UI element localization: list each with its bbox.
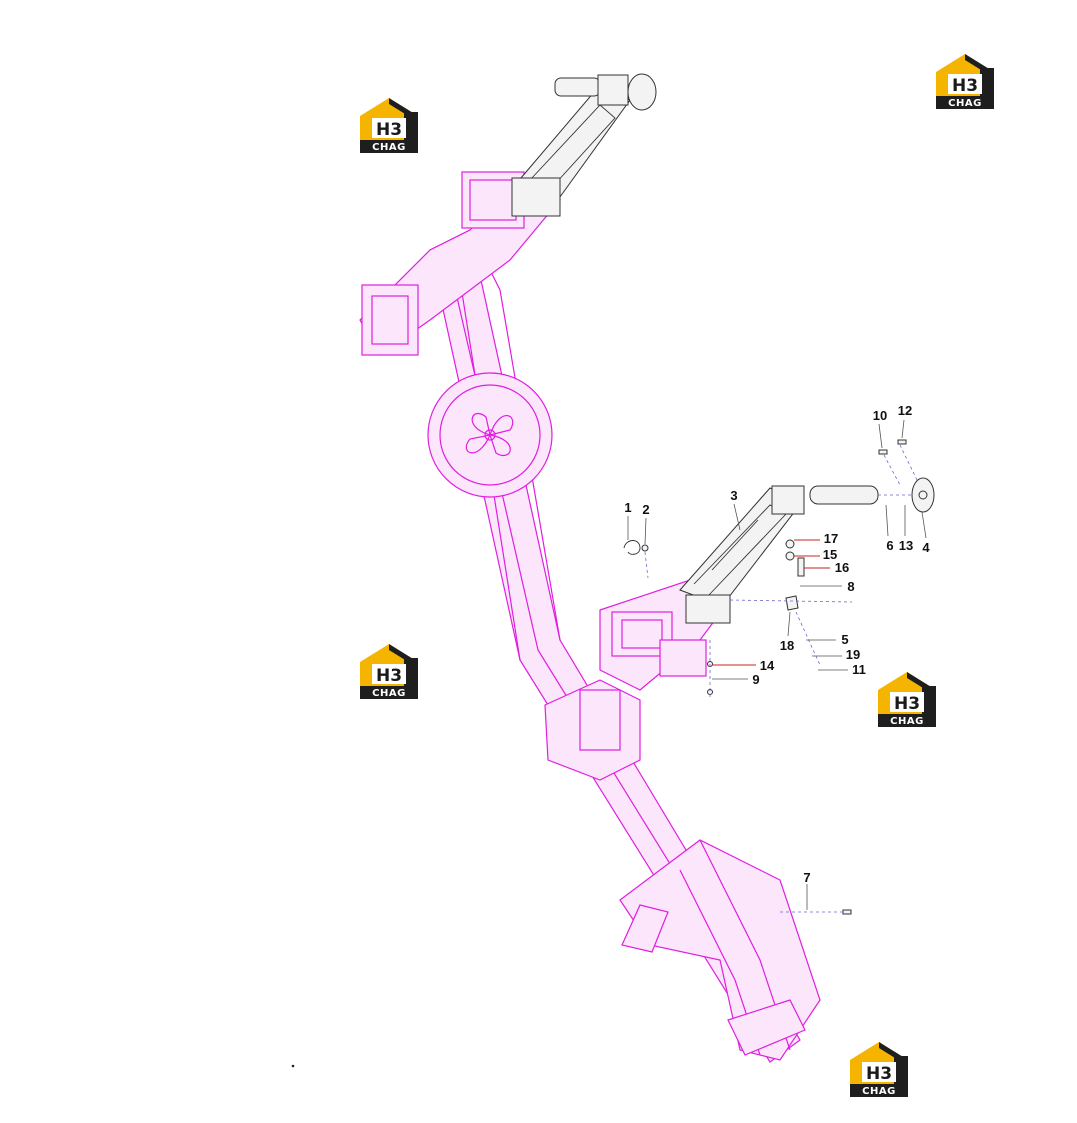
frame-lower-bracket (544, 679, 641, 781)
callout-15: 15 (823, 547, 837, 562)
washer-17 (785, 539, 795, 549)
washer-15 (785, 551, 795, 561)
lower-arm-joint (771, 485, 805, 515)
rod-7 (842, 909, 852, 915)
frame-left-block (361, 284, 419, 356)
upper-arm-tube (554, 77, 601, 97)
lower-arm-tube (809, 485, 879, 505)
callout-7: 7 (803, 870, 810, 885)
callout-4: 4 (922, 540, 930, 555)
callout-leaders (627, 419, 927, 910)
callout-1: 1 (624, 500, 631, 515)
lower-arm-rib-b (711, 519, 759, 571)
hardware (623, 439, 907, 915)
brand-logo-mark: H3 (376, 120, 402, 140)
brand-logo-word: CHAG (862, 1086, 896, 1097)
brand-logo-word: CHAG (372, 142, 406, 153)
callout-17: 17 (824, 531, 838, 546)
callout-5: 5 (841, 632, 848, 647)
lower-arm-hub-center (918, 490, 928, 500)
brand-logo-word: CHAG (948, 98, 982, 109)
callout-3: 3 (730, 488, 737, 503)
upper-arm-assembly (511, 73, 657, 217)
clip-icon (623, 540, 641, 555)
chassis-frame (359, 171, 821, 1063)
callout-10: 10 (873, 408, 887, 423)
bracket-18 (785, 595, 799, 611)
bolt-10 (878, 449, 888, 455)
frame-left-block-inner (371, 295, 409, 345)
callout-9: 9 (752, 672, 759, 687)
pin-16 (797, 557, 805, 577)
brand-logo-mark: H3 (894, 694, 920, 714)
lower-arm-assembly (679, 477, 935, 624)
bolt-12 (897, 439, 907, 445)
brand-logo-mark: H3 (866, 1064, 892, 1084)
brand-logo-mark: H3 (952, 76, 978, 96)
fan-icon (465, 412, 514, 456)
upper-arm-base-block (511, 177, 561, 217)
upper-arm-rib (529, 104, 616, 196)
brand-logo-word: CHAG (372, 688, 406, 699)
frame-rear-foot (621, 904, 669, 953)
callout-18: 18 (780, 638, 794, 653)
callout-6: 6 (886, 538, 893, 553)
callout-2: 2 (642, 502, 649, 517)
callout-12: 12 (898, 403, 912, 418)
frame-mid-lower-block (659, 639, 707, 677)
frame-mid-block-inner (621, 619, 663, 649)
callout-13: 13 (899, 538, 913, 553)
callout-8: 8 (847, 579, 854, 594)
brand-logo-mark: H3 (376, 666, 402, 686)
lower-arm-base-block (685, 594, 731, 624)
callout-16: 16 (835, 560, 849, 575)
callout-14: 14 (760, 658, 775, 673)
frame-fan-ring (439, 384, 541, 486)
callout-11: 11 (852, 662, 866, 677)
brand-logo-word: CHAG (890, 716, 924, 727)
callout-19: 19 (846, 647, 860, 662)
washer-icon (641, 544, 649, 552)
frame-rear-tail (727, 999, 806, 1056)
upper-arm-joint (597, 74, 629, 106)
frame-lower-bracket-inner (579, 689, 621, 751)
stray-dot (291, 1064, 295, 1068)
upper-arm-hub (627, 73, 657, 111)
